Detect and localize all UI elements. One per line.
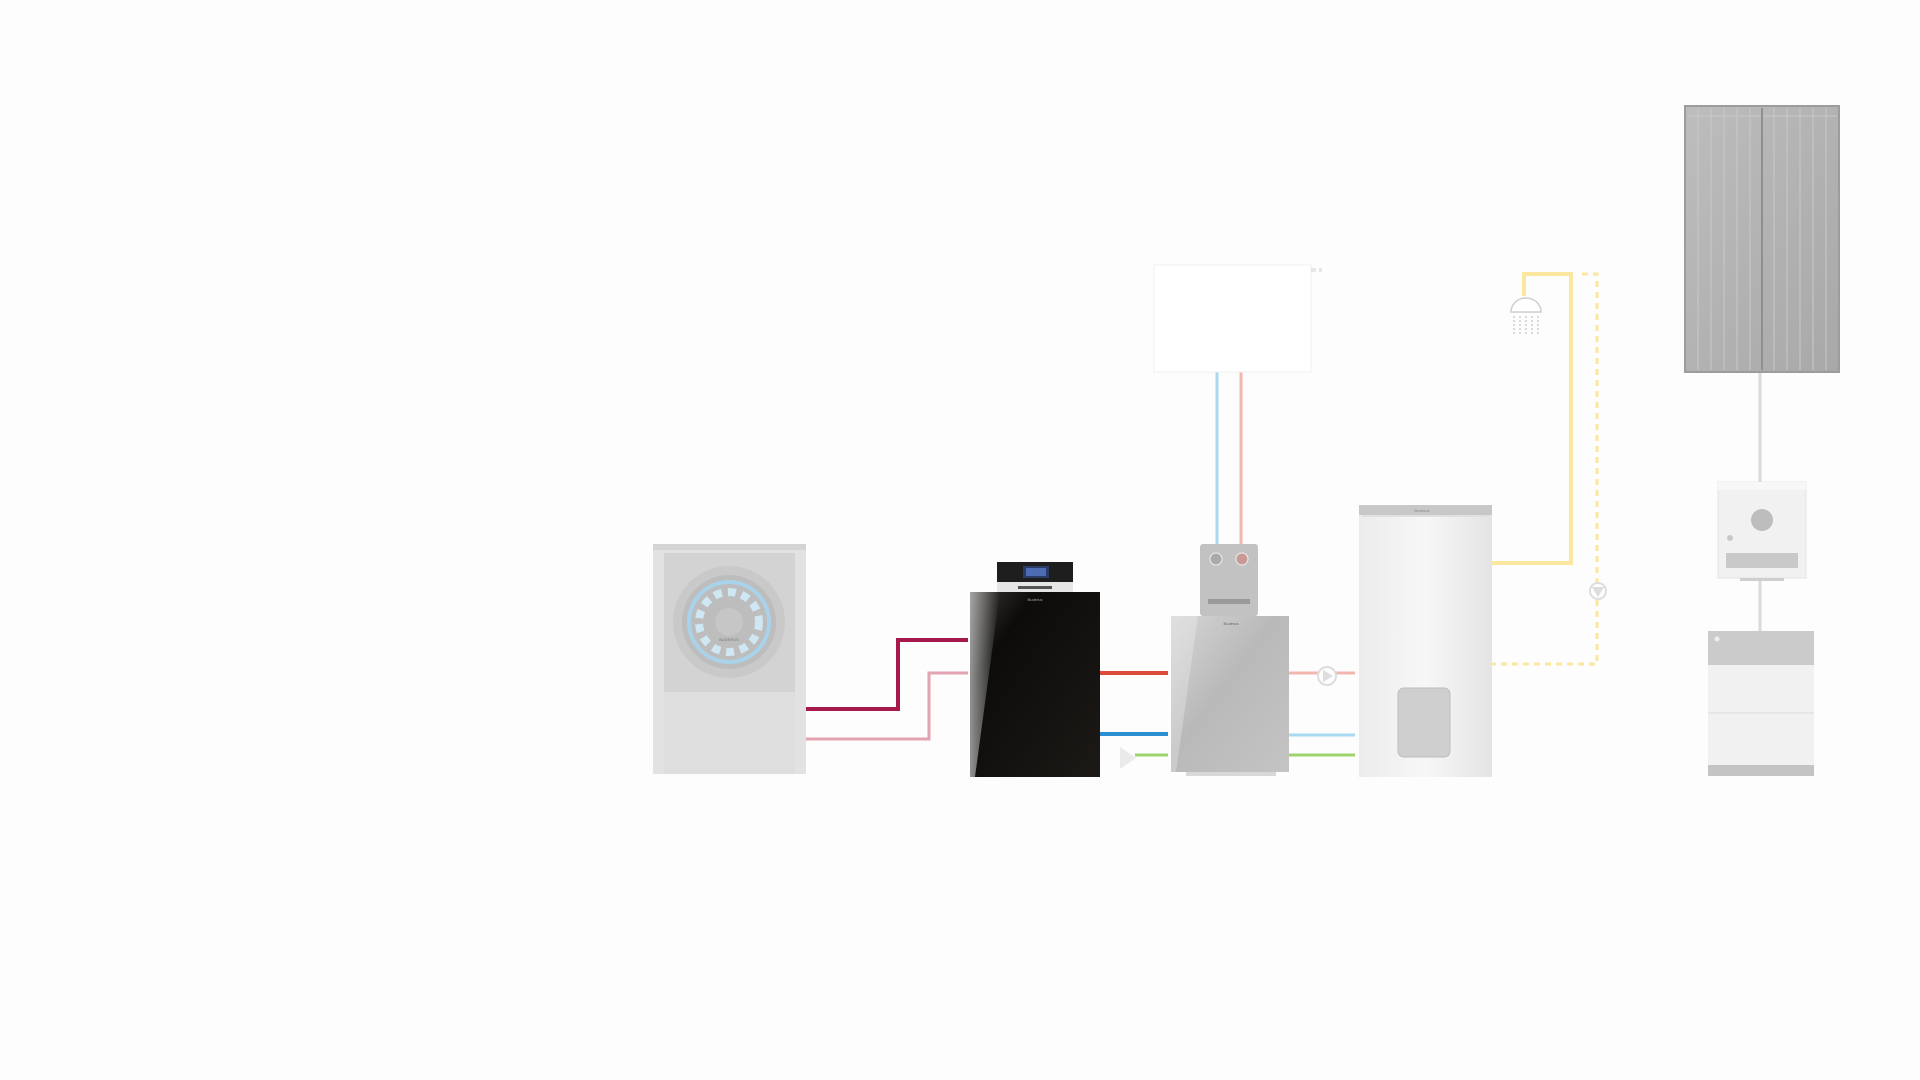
cylinder-brand-label: Buderus (1415, 508, 1430, 513)
inverter[interactable] (1717, 481, 1807, 581)
radiator[interactable] (1153, 264, 1322, 373)
pump-icon (1317, 666, 1337, 686)
display-icon (1023, 566, 1049, 578)
outdoor-heat-pump[interactable]: BUDERUS (653, 544, 806, 774)
circulation-pipe (1490, 272, 1599, 666)
shower-icon (1510, 297, 1542, 336)
primary-flow-pipe (806, 638, 968, 711)
heat-pump-brand-label: BUDERUS (719, 637, 739, 642)
indoor-control-unit[interactable]: Buderus (970, 562, 1100, 777)
heating-module-brand-label: Buderus (1224, 621, 1239, 626)
hot-water-cylinder[interactable]: Buderus (1359, 505, 1492, 777)
hot-water-pipe (1490, 272, 1573, 565)
heating-module[interactable]: Buderus (1171, 544, 1289, 776)
pump-icon (1120, 747, 1136, 769)
fan-icon (673, 566, 785, 678)
valve-icon (1209, 552, 1249, 566)
primary-return-pipe (806, 671, 968, 741)
control-unit-brand-label: Buderus (1028, 597, 1043, 602)
battery-storage[interactable] (1708, 631, 1814, 776)
pump-icon (1589, 582, 1607, 600)
pipe-network (806, 272, 1762, 757)
solar-pv-panel[interactable] (1684, 105, 1840, 373)
